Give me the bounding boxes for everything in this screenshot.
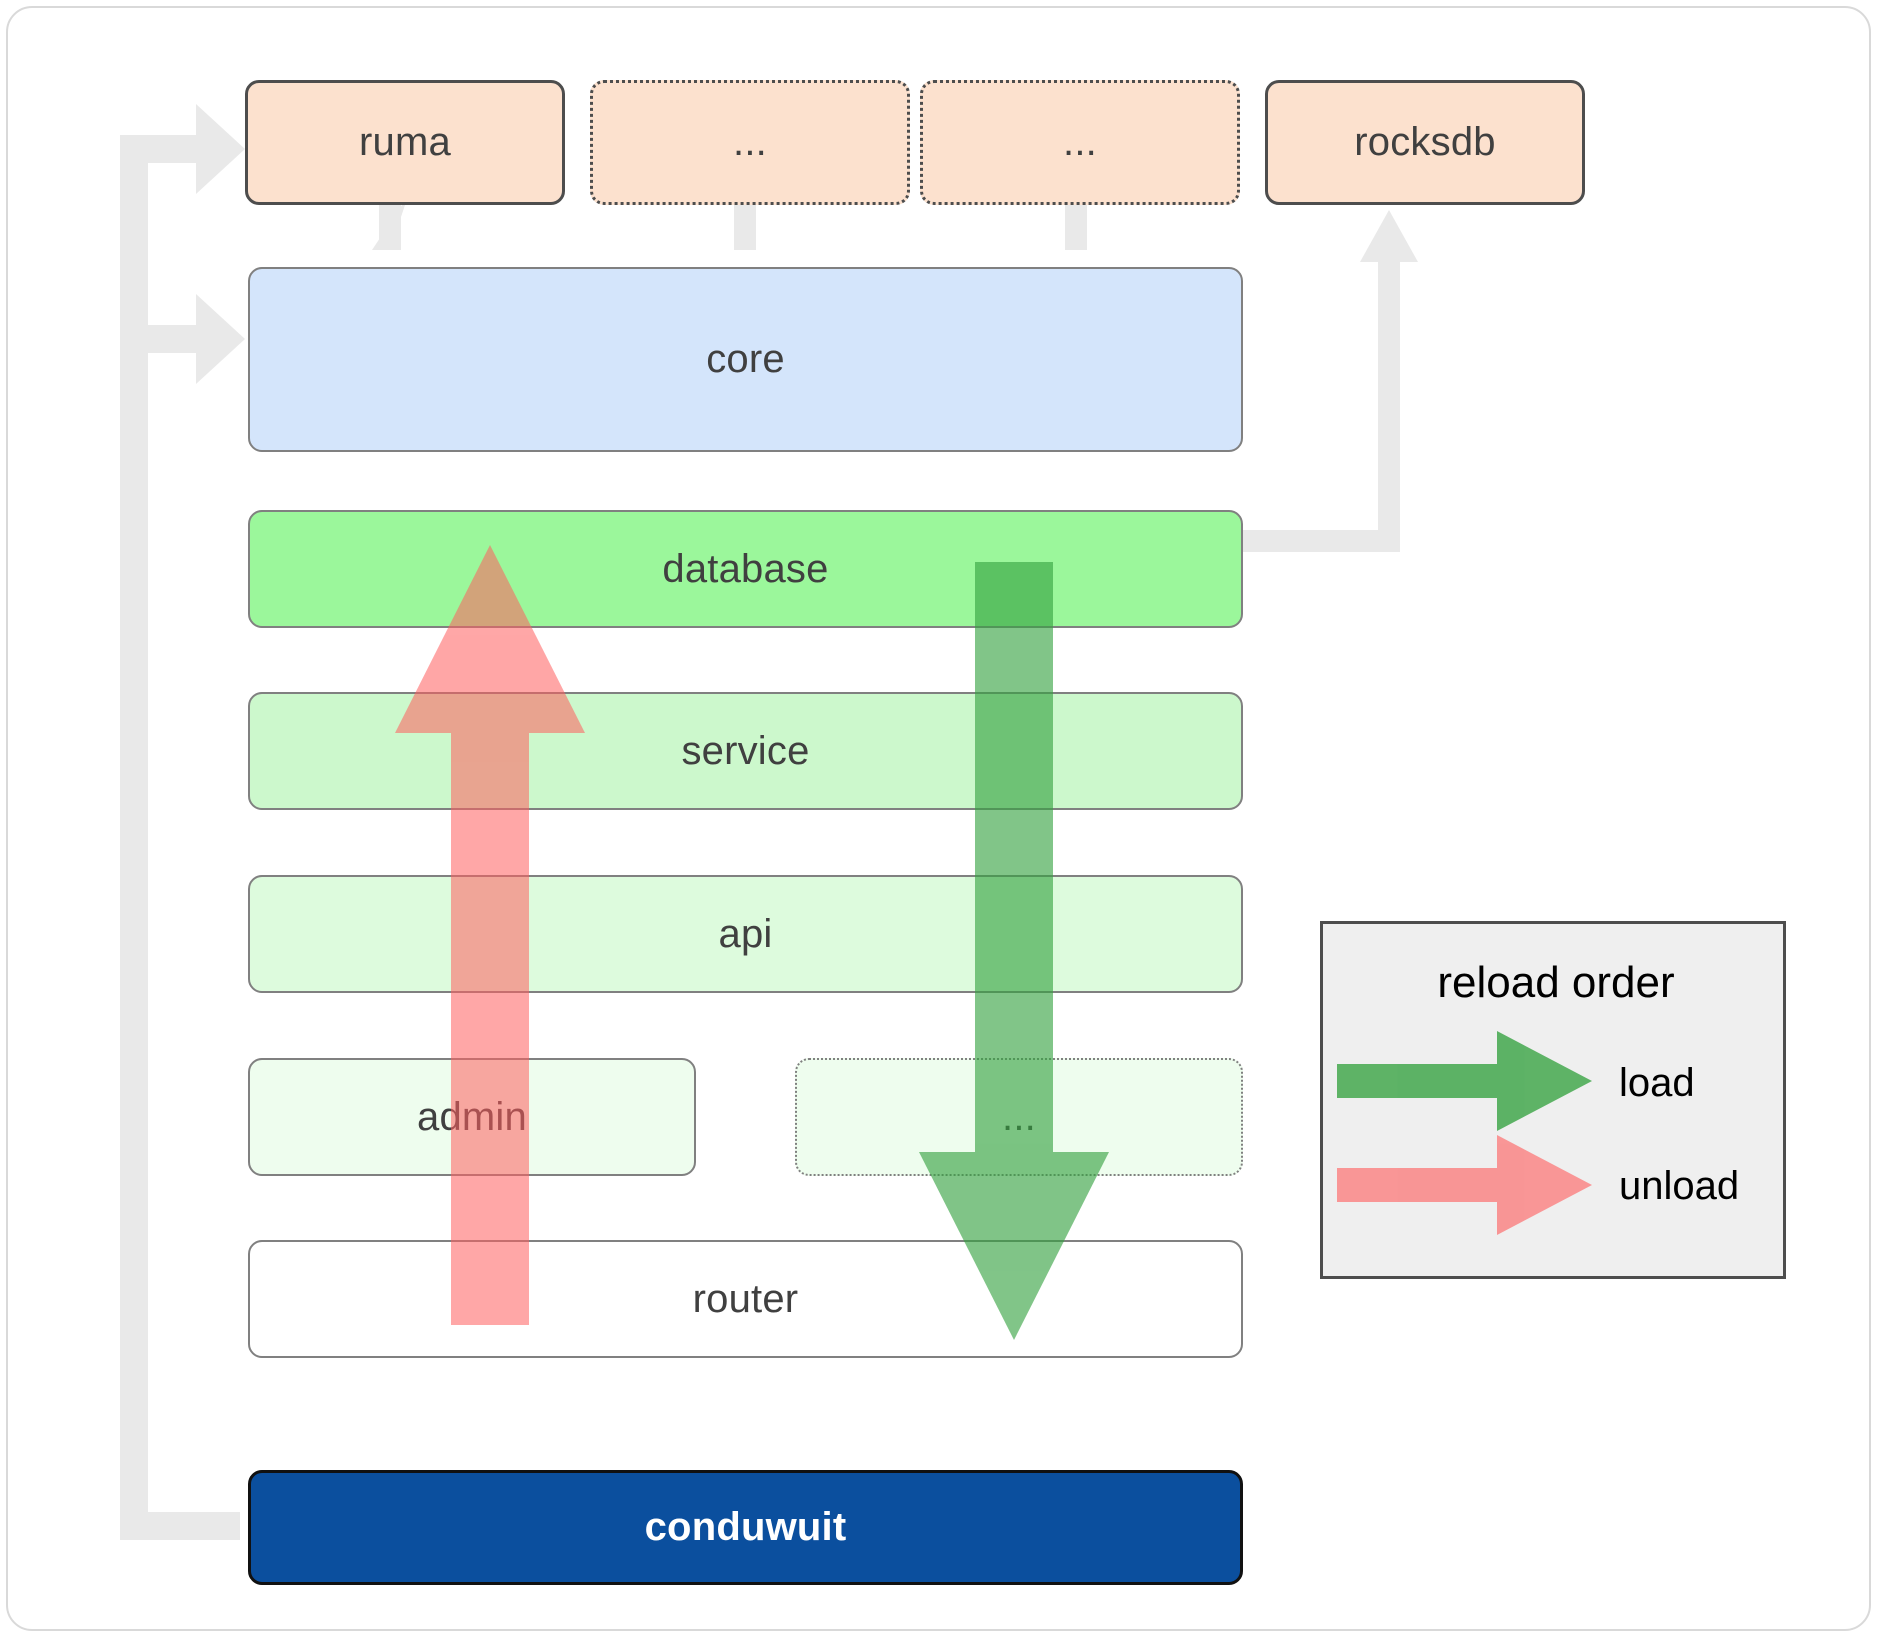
legend-reload-order: reload order load unload [1320, 921, 1786, 1279]
node-conduwuit[interactable]: conduwuit [248, 1470, 1243, 1585]
node-label: router [692, 1276, 799, 1321]
node-label: admin [417, 1094, 527, 1139]
legend-load-arrow-icon [1337, 1031, 1592, 1131]
node-admin[interactable]: admin [248, 1058, 696, 1176]
node-top-ellipsis-1[interactable]: ... [590, 80, 910, 205]
node-core[interactable]: core [248, 267, 1243, 452]
node-label: ruma [359, 120, 451, 164]
node-label: service [681, 728, 810, 773]
legend-unload-arrow-icon [1337, 1135, 1592, 1235]
node-label: core [706, 337, 785, 381]
node-router[interactable]: router [248, 1240, 1243, 1358]
node-label: api [718, 911, 773, 956]
node-service[interactable]: service [248, 692, 1243, 810]
node-api[interactable]: api [248, 875, 1243, 993]
node-label: conduwuit [644, 1505, 847, 1549]
node-database[interactable]: database [248, 510, 1243, 628]
node-label: ... [1002, 1094, 1036, 1139]
node-rocksdb[interactable]: rocksdb [1265, 80, 1585, 205]
node-ruma[interactable]: ruma [245, 80, 565, 205]
node-top-ellipsis-2[interactable]: ... [920, 80, 1240, 205]
node-label: ... [733, 120, 767, 164]
node-label: rocksdb [1354, 120, 1496, 164]
node-bottom-ellipsis[interactable]: ... [795, 1058, 1243, 1176]
node-label: ... [1063, 120, 1097, 164]
legend-unload-label: unload [1619, 1164, 1740, 1208]
node-label: database [662, 546, 829, 591]
legend-load-label: load [1619, 1061, 1695, 1105]
legend-title: reload order [1437, 958, 1675, 1007]
